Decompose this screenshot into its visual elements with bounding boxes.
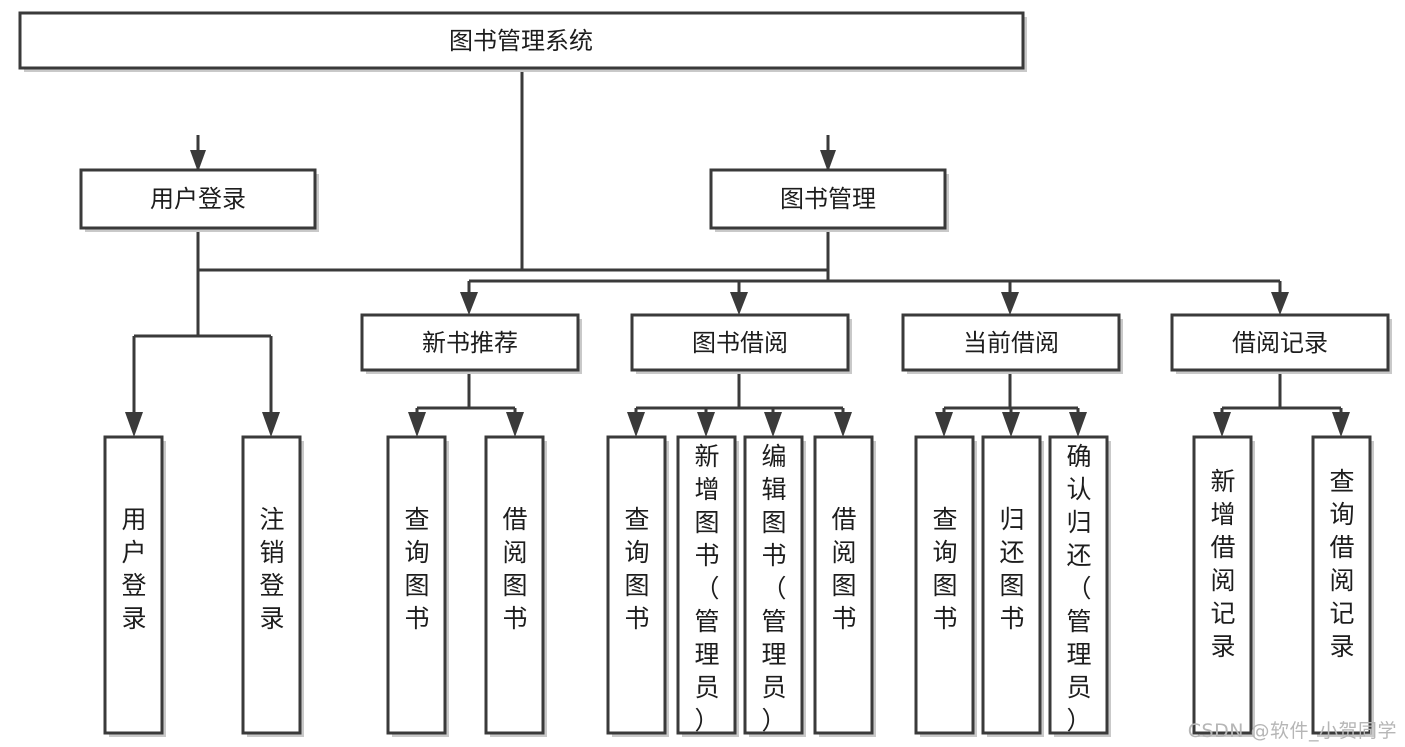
node-leaf-logout-box[interactable] [241, 435, 302, 735]
node-user-login[interactable]: 用户登录 [79, 168, 319, 232]
node-current-borrow-box[interactable] [901, 313, 1121, 372]
node-leaf-user-login-box[interactable] [103, 435, 164, 735]
node-leaf-borrow-book-nbr-box[interactable] [484, 435, 545, 735]
node-new-book-recommend[interactable]: 新书推荐 [360, 313, 582, 374]
node-book-borrow-label: 图书借阅 [692, 329, 788, 357]
node-leaf-query-book-bb-box[interactable] [606, 435, 667, 735]
node-root-box[interactable] [18, 11, 1025, 70]
connector-group [125, 68, 1350, 437]
node-leaf-add-borrow-record[interactable]: 新增借阅记录 [1192, 435, 1255, 737]
node-book-borrow[interactable]: 图书借阅 [630, 313, 852, 374]
arrow-nbr-leaf-2 [506, 412, 524, 437]
node-leaf-confirm-return-box[interactable] [1048, 435, 1109, 735]
node-borrow-record[interactable]: 借阅记录 [1170, 313, 1392, 374]
node-leaf-return-book[interactable]: 归还图书 [981, 435, 1044, 737]
node-leaf-query-book-nbr-label: 查询图书 [404, 505, 429, 633]
arrow-leaf-user-login [125, 412, 143, 437]
arrow-cb-leaf-2 [1002, 412, 1020, 437]
node-leaf-edit-book[interactable]: 编辑图书（管理员） [743, 435, 806, 737]
arrow-to-new-book-rec [460, 292, 478, 315]
node-leaf-query-book-nbr[interactable]: 查询图书 [386, 435, 449, 737]
node-book-management-box[interactable] [709, 168, 947, 230]
node-leaf-confirm-return-label: 确认归还（管理员） [1066, 442, 1091, 735]
node-leaf-user-login-label: 用户登录 [121, 505, 146, 633]
node-root[interactable]: 图书管理系统 [18, 11, 1027, 72]
node-leaf-add-borrow-record-label: 新增借阅记录 [1210, 467, 1235, 661]
node-leaf-query-book-cb[interactable]: 查询图书 [914, 435, 977, 737]
arrow-cb-leaf-1 [935, 412, 953, 437]
node-user-login-label: 用户登录 [150, 185, 246, 213]
node-leaf-add-book-label: 新增图书（管理员） [694, 442, 719, 735]
node-leaf-confirm-return[interactable]: 确认归还（管理员） [1048, 435, 1111, 737]
arrow-to-borrow-record [1271, 292, 1289, 315]
node-leaf-borrow-book-bb-box[interactable] [813, 435, 874, 735]
arrow-br-leaf-1 [1213, 412, 1231, 437]
node-leaf-borrow-book-bb[interactable]: 借阅图书 [813, 435, 876, 737]
node-leaf-borrow-book-nbr-label: 借阅图书 [502, 505, 527, 633]
arrow-bb-leaf-2 [697, 412, 715, 437]
node-leaf-logout-label: 注销登录 [259, 505, 284, 633]
node-leaf-query-book-bb-label: 查询图书 [624, 505, 649, 633]
node-leaf-add-borrow-record-box[interactable] [1192, 435, 1253, 735]
node-root-label: 图书管理系统 [449, 27, 593, 55]
node-current-borrow-label: 当前借阅 [963, 329, 1059, 357]
arrow-to-book-borrow [730, 292, 748, 315]
node-borrow-record-label: 借阅记录 [1232, 329, 1328, 357]
node-current-borrow[interactable]: 当前借阅 [901, 313, 1123, 374]
node-leaf-query-borrow-record-box[interactable] [1311, 435, 1372, 735]
arrow-to-user-login [190, 150, 206, 172]
arrow-bb-leaf-1 [627, 412, 645, 437]
arrow-bb-leaf-4 [834, 412, 852, 437]
node-book-management[interactable]: 图书管理 [709, 168, 949, 232]
node-new-book-recommend-box[interactable] [360, 313, 580, 372]
node-book-borrow-box[interactable] [630, 313, 850, 372]
node-new-book-recommend-label: 新书推荐 [422, 329, 518, 357]
node-leaf-edit-book-label: 编辑图书（管理员） [761, 442, 786, 735]
node-leaf-query-book-bb[interactable]: 查询图书 [606, 435, 669, 737]
node-borrow-record-box[interactable] [1170, 313, 1390, 372]
node-leaf-query-book-cb-box[interactable] [914, 435, 975, 735]
node-leaf-borrow-book-bb-label: 借阅图书 [831, 505, 856, 633]
arrow-leaf-logout [262, 412, 280, 437]
arrow-br-leaf-2 [1332, 412, 1350, 437]
node-leaf-query-borrow-record-label: 查询借阅记录 [1329, 467, 1354, 661]
arrow-bb-leaf-3 [764, 412, 782, 437]
node-leaf-logout[interactable]: 注销登录 [241, 435, 304, 737]
node-leaf-edit-book-box[interactable] [743, 435, 804, 735]
node-leaf-add-book-box[interactable] [676, 435, 737, 735]
node-leaf-user-login[interactable]: 用户登录 [103, 435, 166, 737]
node-leaf-return-book-box[interactable] [981, 435, 1042, 735]
arrow-to-current-borrow [1001, 292, 1019, 315]
arrow-cb-leaf-3 [1069, 412, 1087, 437]
node-book-management-label: 图书管理 [780, 185, 876, 213]
node-leaf-query-book-nbr-box[interactable] [386, 435, 447, 735]
node-leaf-query-borrow-record[interactable]: 查询借阅记录 [1311, 435, 1374, 737]
node-leaf-query-book-cb-label: 查询图书 [932, 505, 957, 633]
arrow-to-book-mgmt [820, 150, 836, 172]
node-leaf-borrow-book-nbr[interactable]: 借阅图书 [484, 435, 547, 737]
node-leaf-add-book[interactable]: 新增图书（管理员） [676, 435, 739, 737]
node-leaf-return-book-label: 归还图书 [999, 505, 1024, 633]
node-user-login-box[interactable] [79, 168, 317, 230]
arrow-nbr-leaf-1 [408, 412, 426, 437]
